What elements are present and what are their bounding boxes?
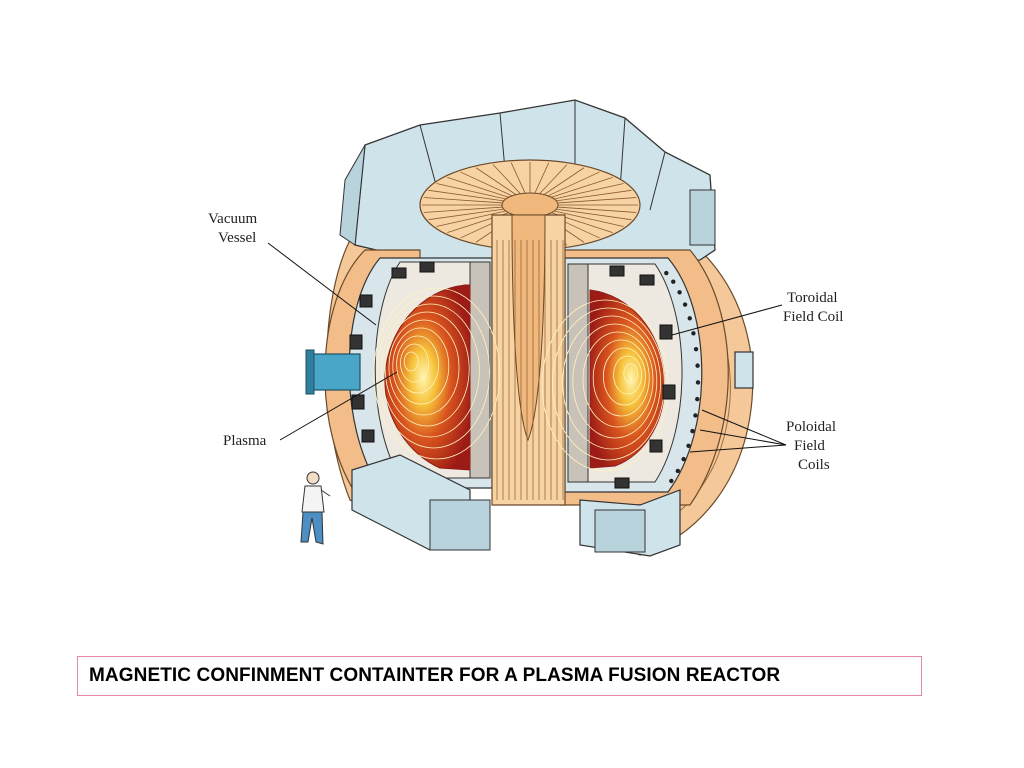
- poloidal-coil-dot: [669, 478, 674, 484]
- dome-ray: [475, 167, 517, 195]
- dome-ray: [447, 176, 509, 198]
- poloidal-coil-dot: [664, 270, 669, 276]
- plasma-contour: [384, 311, 470, 427]
- dome-ray: [554, 183, 624, 200]
- label-vacuum-vessel: Vacuum Vessel: [208, 210, 257, 248]
- plasma-contour: [373, 287, 501, 460]
- dome-ray: [428, 189, 504, 202]
- plasma-contour: [377, 295, 491, 449]
- leader-poloidal-2: [699, 429, 787, 446]
- poloidal-coil-dot: [682, 302, 688, 307]
- caption-box: MAGNETIC CONFINMENT CONTAINTER FOR A PLA…: [77, 656, 922, 696]
- label-toroidal-field-coil: Toroidal Field Coil: [783, 289, 843, 327]
- label-poloidal-field-coils: Poloidal Field Coils: [786, 418, 836, 475]
- central-solenoid-dome: [419, 159, 641, 251]
- poloidal-coil-dot: [695, 363, 700, 368]
- plasma-contour: [392, 327, 450, 405]
- label-plasma: Plasma: [223, 433, 267, 449]
- poloidal-coil-dots: [664, 270, 701, 484]
- dome-ray: [557, 206, 637, 213]
- dome-ray: [539, 164, 568, 194]
- dome-ray: [428, 208, 504, 221]
- leader-lines: [267, 242, 787, 453]
- plasma-left-contours: [373, 287, 501, 460]
- leader-vacuum-vessel: [267, 242, 377, 326]
- label-vacuum-vessel-line2: Vessel: [218, 230, 257, 246]
- poloidal-coil-dot: [693, 413, 698, 418]
- leader-poloidal-3: [689, 444, 787, 453]
- plasma-contour: [552, 307, 665, 461]
- plasma-contour: [592, 339, 650, 417]
- dome-ray: [510, 162, 526, 194]
- plasma-contour: [572, 323, 658, 439]
- dome-ray: [492, 164, 521, 194]
- leader-poloidal-1: [701, 409, 787, 446]
- dome-ray: [554, 210, 624, 227]
- inner-wall-tiles-left: [469, 261, 491, 479]
- plasma-contour: [388, 319, 460, 416]
- poloidal-coil-dot: [677, 290, 682, 295]
- poloidal-coil-dot: [693, 346, 699, 352]
- leader-plasma: [279, 371, 398, 441]
- label-poloidal-line1: Poloidal: [786, 419, 837, 435]
- plasma-contour: [403, 351, 419, 372]
- poloidal-coil-dot: [695, 380, 701, 385]
- poloidal-coil-blocks-right: [609, 265, 676, 489]
- poloidal-coil-dot: [675, 468, 681, 474]
- dome-ray: [460, 171, 513, 197]
- poloidal-coil-dot: [671, 279, 676, 284]
- leader-toroidal-coil: [671, 304, 783, 336]
- base-pedestal-right: [579, 489, 681, 557]
- plasma-right-contours: [541, 299, 669, 472]
- poloidal-coil-dot: [695, 396, 700, 402]
- dome-ray: [543, 167, 585, 195]
- label-poloidal-line3: Coils: [798, 457, 830, 473]
- plasma-contour: [603, 347, 646, 406]
- dome-ray: [556, 189, 632, 202]
- left-port: [305, 349, 361, 395]
- inner-wall-tiles-right: [567, 263, 589, 483]
- human-scale-figure: [300, 471, 331, 545]
- dome-ray: [534, 162, 550, 194]
- base-pedestal-left: [351, 454, 491, 551]
- dome-ray: [556, 208, 632, 221]
- dome-ray: [547, 171, 600, 197]
- poloidal-coil-dot: [690, 428, 695, 434]
- poloidal-coil-dot: [686, 443, 691, 448]
- dome-ray: [423, 197, 503, 204]
- poloidal-coil-dot: [691, 331, 696, 336]
- central-column: [491, 214, 566, 506]
- label-poloidal-line2: Field: [794, 438, 825, 454]
- plasma-contour: [399, 343, 429, 383]
- figure-caption: MAGNETIC CONFINMENT CONTAINTER FOR A PLA…: [89, 665, 781, 686]
- poloidal-coil-dot: [687, 316, 692, 321]
- right-port: [734, 351, 754, 389]
- label-toroidal-line1: Toroidal: [787, 290, 838, 306]
- plasma-contour: [380, 303, 480, 438]
- dome-ray: [551, 176, 613, 198]
- plasma-left: [384, 284, 471, 471]
- label-toroidal-line2: Field Coil: [783, 309, 844, 325]
- plasma-contour: [396, 335, 440, 394]
- label-vacuum-vessel-line1: Vacuum: [208, 211, 258, 227]
- dome-ray: [436, 183, 506, 200]
- dome-ray: [436, 210, 506, 227]
- plasma-contour: [623, 363, 639, 384]
- poloidal-coil-dot: [681, 456, 686, 462]
- plasma-contour: [582, 331, 654, 428]
- plasma-contour: [613, 355, 642, 395]
- plasma-contour: [562, 315, 661, 450]
- dome-ray: [557, 197, 637, 204]
- dome-ray: [423, 206, 503, 213]
